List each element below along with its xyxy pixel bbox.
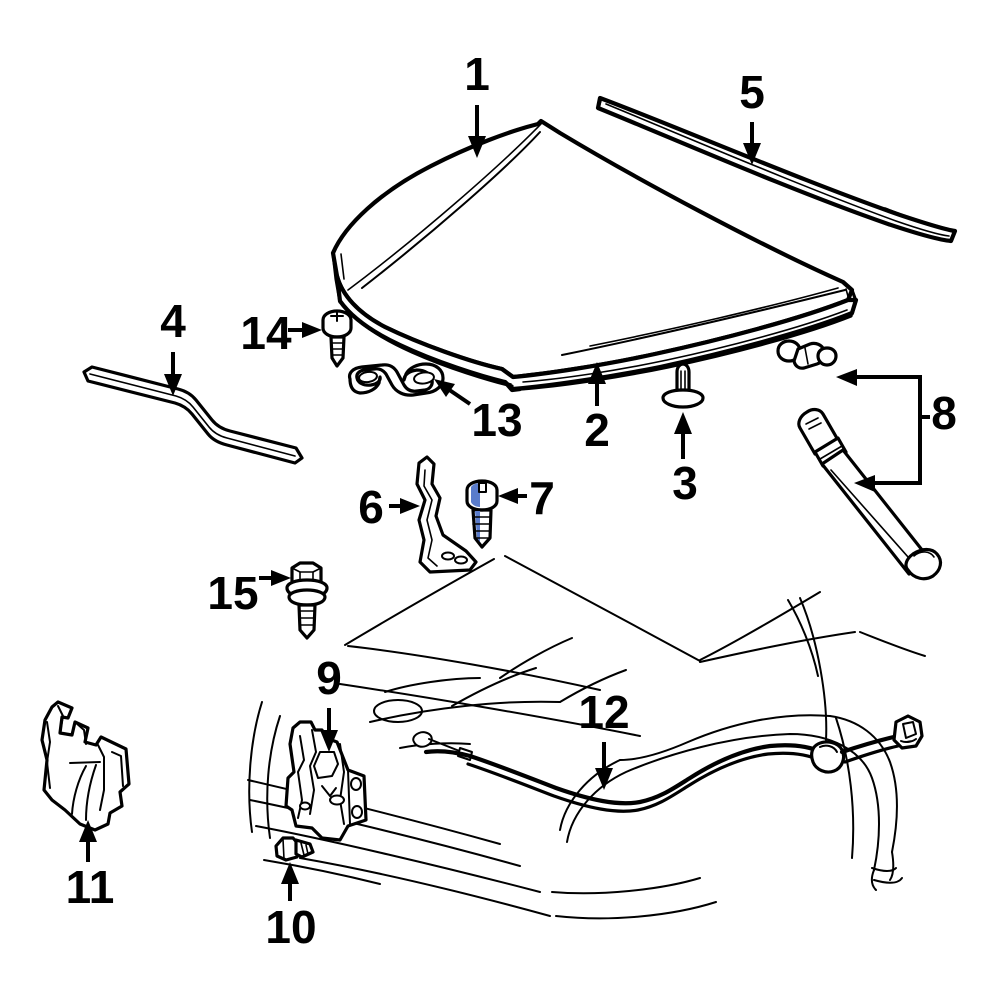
callout-11-number: 11 [66, 861, 115, 913]
callout-10-leader [281, 862, 299, 901]
part-safety-catch-lever[interactable] [415, 455, 478, 574]
callout-13-number: 13 [471, 394, 522, 446]
callout-8-number: 8 [931, 387, 957, 439]
part-hood-latch-bolt[interactable] [465, 479, 499, 549]
callout-1-number: 1 [464, 48, 490, 100]
callout-6-number: 6 [358, 481, 384, 533]
callout-4-number: 4 [160, 295, 186, 347]
callout-9-number: 9 [316, 652, 342, 704]
part-latch-mounting-bolt[interactable] [274, 836, 315, 862]
callout-5-number: 5 [739, 66, 765, 118]
part-hood-lift-support[interactable] [797, 407, 943, 581]
vehicle-body-outline [247, 555, 926, 920]
callout-2-leader [588, 362, 606, 406]
part-hood-panel[interactable] [330, 118, 859, 393]
callout-2-number: 2 [584, 404, 610, 456]
callout-3-leader [674, 412, 692, 459]
part-ball-stud[interactable] [776, 339, 838, 370]
part-prop-rod-bracket[interactable] [347, 362, 445, 397]
callout-15-leader [259, 570, 291, 586]
part-latch-support-shield[interactable] [40, 700, 131, 832]
callout-5-leader [743, 122, 761, 165]
part-push-pin-clip[interactable] [661, 362, 705, 409]
callout-6-leader [389, 498, 420, 514]
callout-14-number: 14 [240, 307, 292, 359]
callout-1-leader [468, 105, 486, 158]
callout-7-leader [498, 488, 527, 504]
part-bracket-screw[interactable] [321, 309, 353, 368]
part-insulator-retainer-rod[interactable] [82, 365, 304, 465]
callout-15-number: 15 [207, 567, 258, 619]
callout-3-number: 3 [672, 457, 698, 509]
part-hood-latch-assembly[interactable] [284, 720, 368, 842]
callout-12-number: 12 [578, 686, 629, 738]
callout-9-leader [320, 708, 338, 752]
part-hood-release-cable[interactable] [412, 714, 924, 813]
callout-12-leader [595, 742, 613, 790]
callout-4-leader [164, 352, 182, 396]
callout-10-number: 10 [265, 901, 316, 953]
callout-7-number: 7 [529, 472, 555, 524]
part-hinge-flange-bolt[interactable] [285, 561, 329, 640]
callout-14-leader [288, 322, 322, 338]
callout-11-leader [79, 820, 97, 862]
callout-13-leader [434, 379, 472, 406]
callout-8-bracket [836, 369, 930, 492]
